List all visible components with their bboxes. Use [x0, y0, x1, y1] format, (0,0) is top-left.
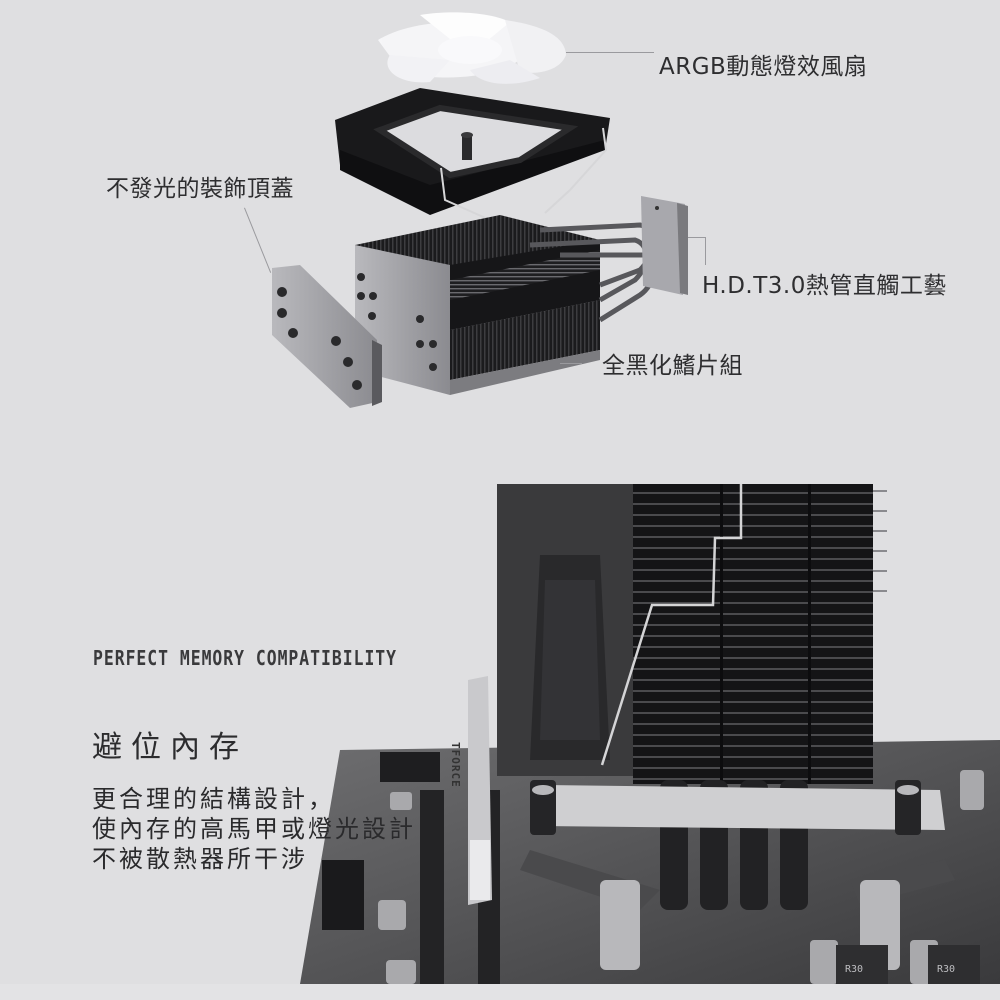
callout-heatpipe: H.D.T3.0熱管直觸工藝 [702, 273, 947, 299]
base-plate-icon [641, 196, 688, 295]
cooler-on-motherboard-illustration [300, 484, 1000, 984]
top-cover-icon [272, 265, 382, 408]
installation-photo: TFORCE R30 R30 [300, 480, 1000, 984]
leader-line-fins [560, 363, 582, 364]
inductor-marking: R30 [845, 964, 864, 975]
fan-frame-icon [335, 88, 610, 215]
heatsink-fins-icon [355, 215, 600, 395]
exploded-view-diagram: ARGB動態燈效風扇 不發光的裝飾頂蓋 H.D.T3.0熱管直觸工藝 全黑化鰭片… [0, 0, 1000, 440]
feature-english-title: PERFECT MEMORY COMPATIBILITY [93, 646, 398, 670]
inductor-marking: R30 [937, 964, 956, 975]
callout-fan: ARGB動態燈效風扇 [659, 54, 868, 80]
feature-description: 更合理的結構設計， 使內存的高馬甲或燈光設計 不被散熱器所干涉 [92, 784, 416, 874]
description-line: 更合理的結構設計， [92, 785, 335, 813]
description-line: 使內存的高馬甲或燈光設計 [92, 815, 416, 843]
fan-blade-icon [378, 12, 566, 84]
description-line: 不被散熱器所干涉 [92, 845, 308, 873]
feature-chinese-title: 避位內存 [92, 730, 248, 765]
callout-top-cover: 不發光的裝飾頂蓋 [106, 176, 294, 202]
ram-brand-label: TFORCE [449, 742, 462, 788]
leader-line-fan [566, 52, 654, 53]
callout-fins: 全黑化鰭片組 [602, 353, 743, 379]
cooler-exploded-illustration [272, 12, 688, 408]
bottom-band [0, 984, 1000, 1000]
leader-line-heatpipe-v [705, 237, 706, 265]
leader-line-heatpipe-h [688, 237, 705, 238]
